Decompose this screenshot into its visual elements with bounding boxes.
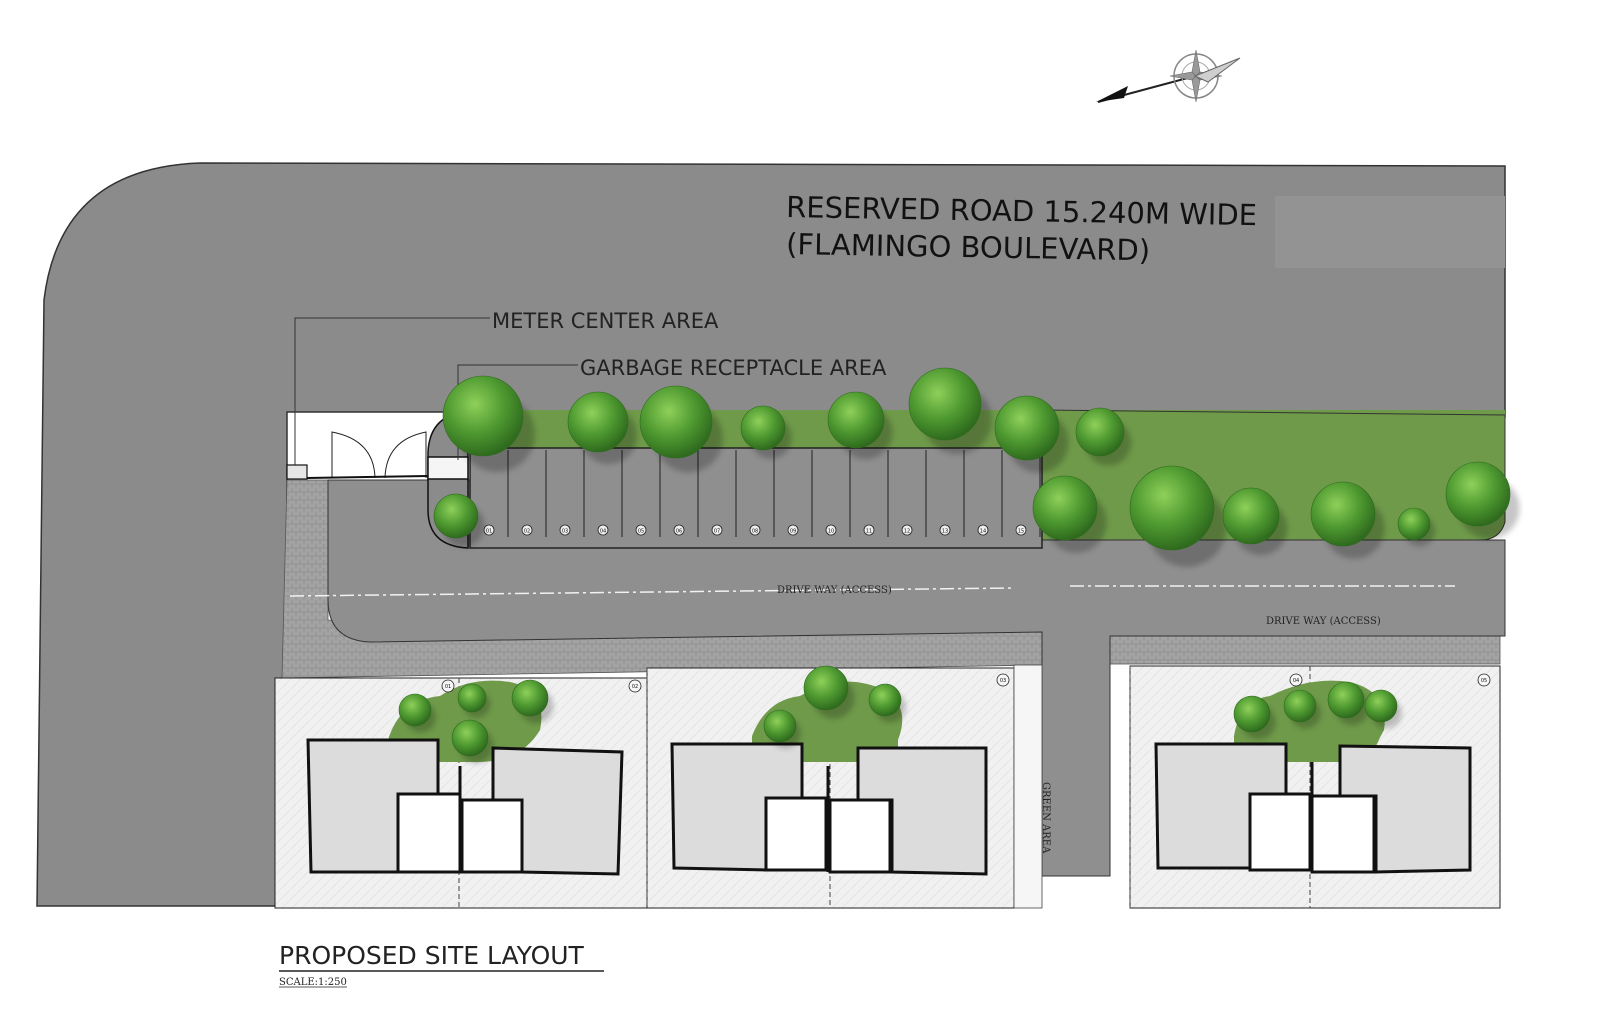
stall-marker (825, 524, 837, 536)
stall-marker (673, 524, 685, 536)
garbage-receptacle (427, 456, 469, 480)
lot-marker (1477, 673, 1491, 687)
stall-marker (597, 524, 609, 536)
meter-center-label: METER CENTER AREA (492, 309, 719, 333)
lot-marker (1289, 673, 1303, 687)
road-label-backdrop (1275, 196, 1505, 268)
stall-number: 01 (486, 529, 492, 535)
tree (442, 375, 524, 457)
stall-number: 09 (790, 529, 796, 535)
tree (451, 719, 489, 757)
tree (1397, 507, 1431, 541)
stall-number: 12 (904, 529, 910, 535)
tree (1233, 695, 1271, 733)
tree (868, 683, 902, 717)
tree (1327, 681, 1365, 719)
tree (457, 683, 487, 713)
drawing-title: PROPOSED SITE LAYOUT (279, 941, 585, 970)
north-arrow-icon (1096, 49, 1241, 103)
meter-leader (294, 317, 490, 465)
gate-swing-right (384, 431, 427, 479)
stall-number: 04 (600, 529, 606, 535)
driveway-centerline (289, 587, 1016, 597)
stall-marker (977, 524, 989, 536)
parking-stalls: 01 02 03 04 05 06 07 08 09 10 11 12 13 14 15 (469, 450, 1041, 537)
gate-line (306, 475, 429, 479)
stall-marker (521, 524, 533, 536)
stall-number: 11 (866, 529, 872, 535)
green-area-label: GREEN AREA (1040, 782, 1051, 854)
buildings (306, 738, 1472, 876)
meter-center (286, 464, 308, 480)
tree (803, 665, 849, 711)
stall-marker (939, 524, 951, 536)
stall-marker (863, 524, 875, 536)
stall-marker (901, 524, 913, 536)
stall-marker (749, 524, 761, 536)
stall-marker (1015, 524, 1027, 536)
stall-number: 08 (752, 529, 758, 535)
stall-number: 07 (714, 529, 720, 535)
stall-number: 06 (676, 529, 682, 535)
lot-markers: 01 02 03 04 05 (441, 673, 1491, 693)
lot-number: 04 (1293, 678, 1299, 684)
driveway-label-lower: DRIVE WAY (ACCESS) (1266, 616, 1381, 627)
tree (1129, 465, 1215, 551)
tree (511, 679, 549, 717)
trees (398, 367, 1520, 764)
tree (639, 385, 713, 459)
driveway-label-upper: DRIVE WAY (ACCESS) (777, 585, 892, 596)
tree (567, 391, 629, 453)
stall-number: 14 (980, 529, 986, 535)
stall-marker (711, 524, 723, 536)
tree (908, 367, 982, 441)
lot-number: 02 (632, 684, 638, 690)
stall-marker (635, 524, 647, 536)
tree (1364, 689, 1398, 723)
stall-number: 10 (828, 529, 834, 535)
road-name-line1: RESERVED ROAD 15.240M WIDE (786, 190, 1257, 232)
stall-number: 15 (1018, 529, 1024, 535)
lot-marker (441, 679, 455, 693)
tree (994, 395, 1060, 461)
tree (1032, 475, 1098, 541)
green-area-strip (1013, 664, 1043, 909)
tree (398, 693, 432, 727)
stall-number: 02 (524, 529, 530, 535)
garbage-receptacle-label: GARBAGE RECEPTACLE AREA (580, 356, 887, 380)
lot-number: 01 (445, 684, 451, 690)
tree (740, 405, 786, 451)
tree (1222, 487, 1280, 545)
lot-number: 05 (1481, 678, 1487, 684)
stall-number: 13 (942, 529, 948, 535)
tree (827, 391, 885, 449)
gate-swing-left (331, 431, 376, 479)
tree (1283, 689, 1317, 723)
drawing-scale: SCALE:1:250 (279, 977, 347, 988)
tree (1445, 461, 1511, 527)
stall-number: 05 (638, 529, 644, 535)
tree (433, 493, 479, 539)
lot-marker (996, 673, 1010, 687)
tree (763, 709, 797, 743)
tree (1075, 407, 1125, 457)
road-name-line2: (FLAMINGO BOULEVARD) (786, 227, 1151, 267)
lot-number: 03 (1000, 678, 1006, 684)
lot-marker (628, 679, 642, 693)
stall-marker (559, 524, 571, 536)
paving-strip-right (1109, 635, 1501, 665)
stall-number: 03 (562, 529, 568, 535)
stall-marker (787, 524, 799, 536)
tree (1310, 481, 1376, 547)
